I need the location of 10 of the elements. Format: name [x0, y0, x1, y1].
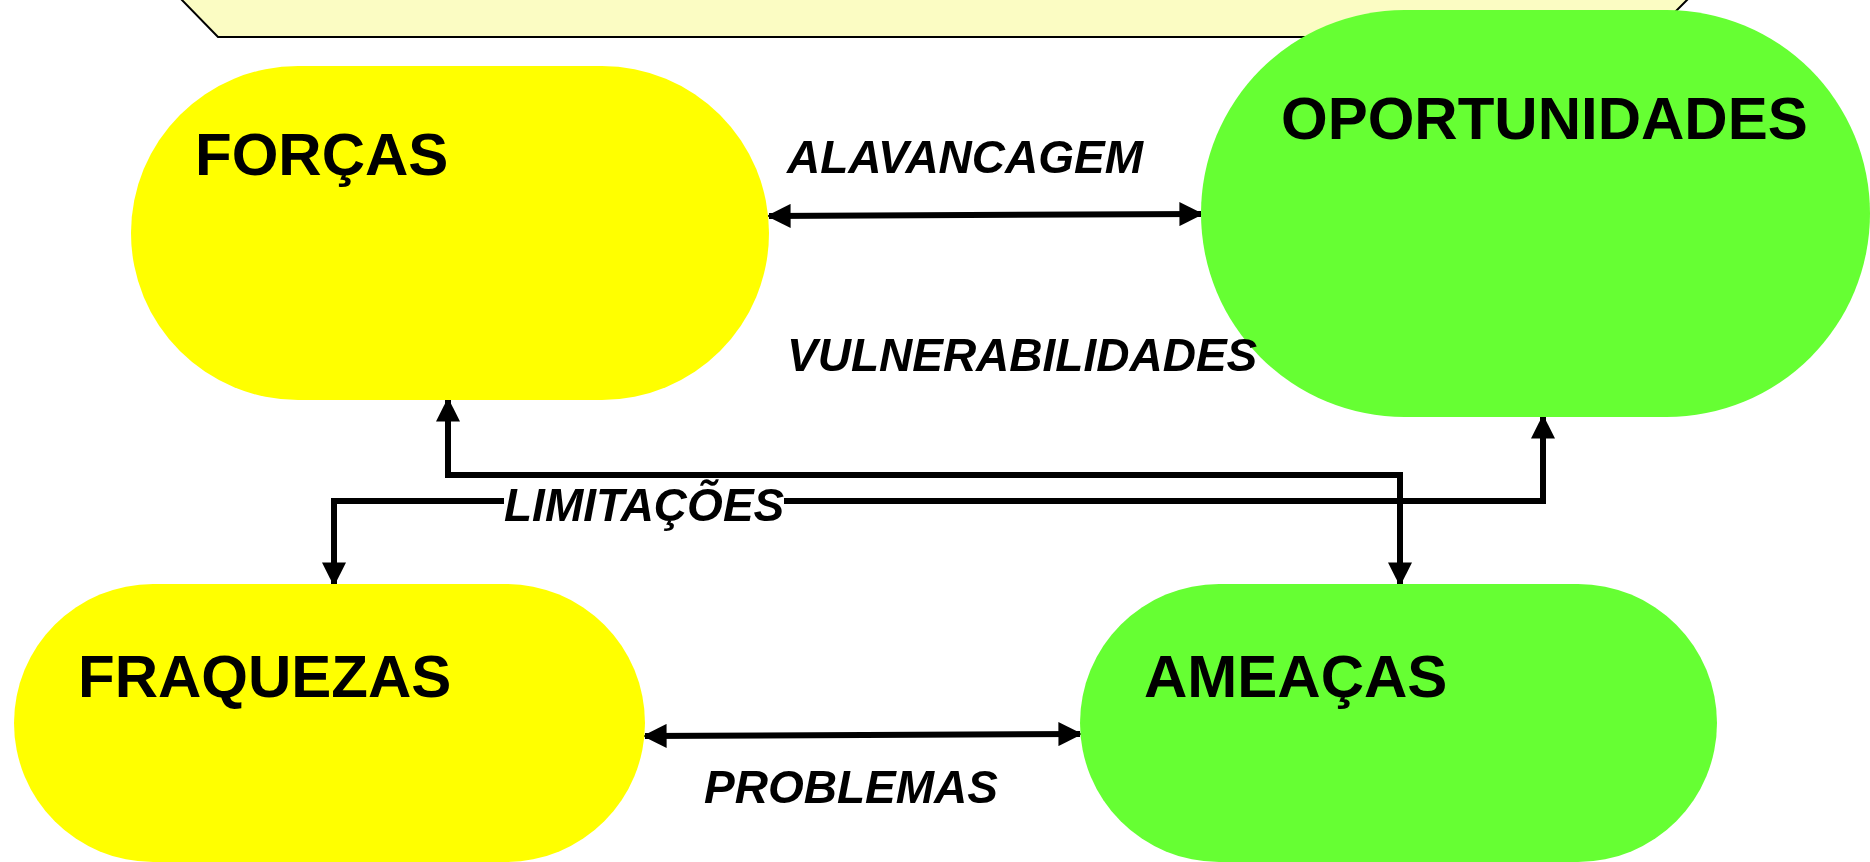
node-title: FORÇAS	[195, 122, 450, 188]
edge-label: ALAVANCAGEM	[787, 132, 1144, 183]
edge-label: LIMITAÇÕES	[504, 480, 785, 531]
double-arrow	[642, 722, 1083, 748]
edge-label: PROBLEMAS	[704, 762, 998, 813]
edge-label: VULNERABILIDADES	[787, 330, 1258, 381]
node-title: FRAQUEZAS	[78, 644, 453, 710]
node-title: OPORTUNIDADES	[1281, 86, 1809, 152]
double-arrow	[436, 397, 1412, 587]
node-title: AMEAÇAS	[1144, 644, 1449, 710]
